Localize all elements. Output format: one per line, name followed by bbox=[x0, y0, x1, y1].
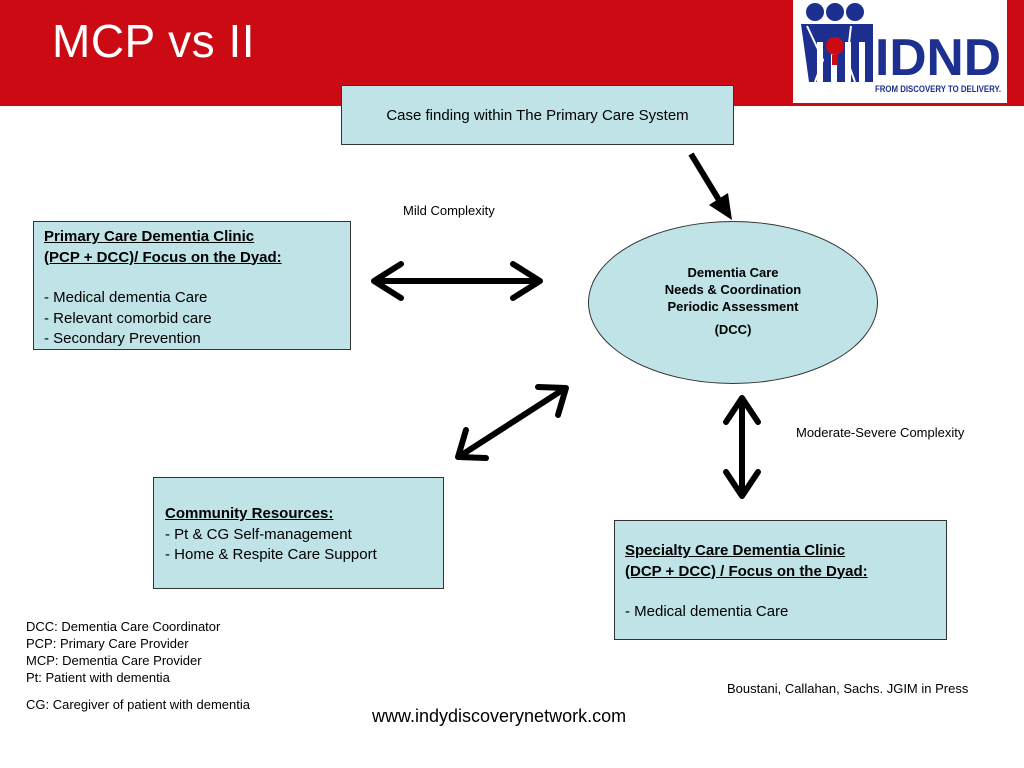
primary-care-item: - Medical dementia Care bbox=[44, 289, 208, 306]
logo-tagline: FROM DISCOVERY TO DELIVERY. bbox=[875, 84, 1001, 94]
legend-item: MCP: Dementia Care Provider bbox=[26, 653, 202, 668]
down-arrow bbox=[688, 152, 732, 220]
legend-item: DCC: Dementia Care Coordinator bbox=[26, 619, 221, 634]
slide-title: MCP vs II bbox=[52, 15, 256, 67]
community-item: - Home & Respite Care Support bbox=[165, 546, 377, 563]
primary-care-item: - Secondary Prevention bbox=[44, 330, 201, 347]
legend-item: CG: Caregiver of patient with dementia bbox=[26, 697, 250, 712]
logo-wordmark: IDND bbox=[875, 29, 1001, 87]
abbreviation-legend: DCC: Dementia Care Coordinator PCP: Prim… bbox=[26, 618, 250, 713]
specialty-subheading: (DCP + DCC) / Focus on the Dyad: bbox=[625, 562, 868, 580]
community-resources-box: Community Resources: - Pt & CG Self-mana… bbox=[153, 477, 444, 589]
dcc-ellipse: Dementia Care Needs & Coordination Perio… bbox=[588, 221, 878, 384]
website-url: www.indydiscoverynetwork.com bbox=[372, 706, 627, 726]
legend-item: PCP: Primary Care Provider bbox=[26, 636, 189, 651]
double-arrow-horizontal bbox=[371, 261, 543, 301]
logo-graphic: IDND FROM DISCOVERY TO DELIVERY. bbox=[801, 3, 1001, 94]
moderate-complexity-label: Moderate-Severe Complexity bbox=[796, 425, 965, 440]
double-arrow-diagonal bbox=[455, 384, 569, 461]
dcc-line: (DCC) bbox=[714, 322, 752, 337]
dcc-line: Periodic Assessment bbox=[667, 299, 799, 314]
primary-care-subheading: (PCP + DCC)/ Focus on the Dyad: bbox=[44, 248, 282, 266]
dcc-line: Needs & Coordination bbox=[664, 282, 802, 297]
mild-complexity-label: Mild Complexity bbox=[403, 203, 495, 218]
legend-item: Pt: Patient with dementia bbox=[26, 670, 170, 685]
case-finding-text: Case finding within The Primary Care Sys… bbox=[386, 106, 689, 124]
primary-care-heading: Primary Care Dementia Clinic bbox=[44, 228, 255, 245]
community-item: - Pt & CG Self-management bbox=[165, 525, 352, 543]
primary-care-box: Primary Care Dementia Clinic (PCP + DCC)… bbox=[33, 221, 351, 350]
citation: Boustani, Callahan, Sachs. JGIM in Press bbox=[727, 681, 969, 696]
specialty-care-box: Specialty Care Dementia Clinic (DCP + DC… bbox=[614, 520, 947, 640]
specialty-item: - Medical dementia Care bbox=[625, 603, 789, 620]
case-finding-box: Case finding within The Primary Care Sys… bbox=[341, 85, 734, 145]
primary-care-item: - Relevant comorbid care bbox=[44, 309, 212, 327]
double-arrow-vertical bbox=[723, 395, 761, 499]
community-heading: Community Resources: bbox=[165, 505, 334, 522]
dcc-line: Dementia Care bbox=[687, 265, 779, 280]
idnd-logo: IDND FROM DISCOVERY TO DELIVERY. bbox=[793, 0, 1007, 103]
specialty-heading: Specialty Care Dementia Clinic bbox=[625, 542, 846, 559]
